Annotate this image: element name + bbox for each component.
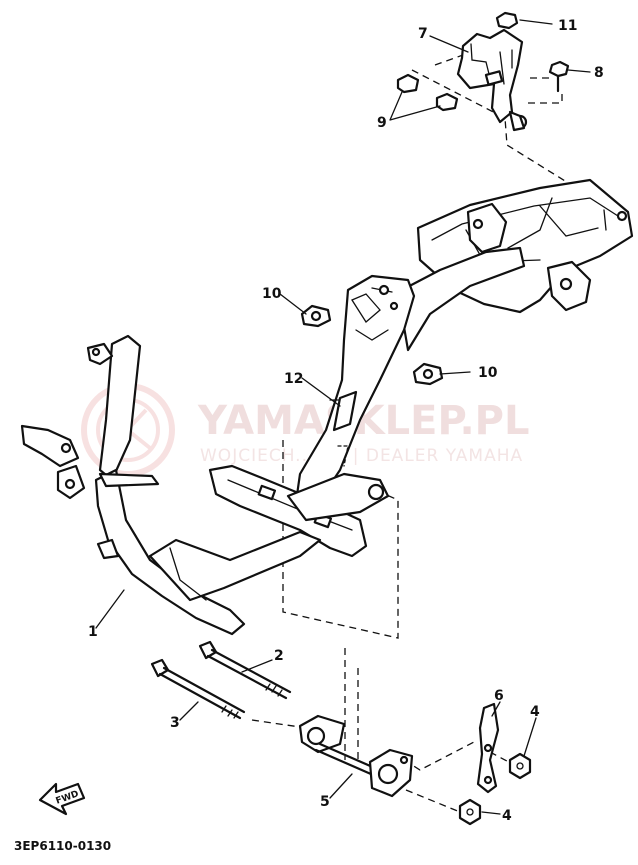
- callout-5: 5: [320, 794, 330, 810]
- callout-1: 1: [88, 624, 98, 640]
- part-1-front-frame: [20, 334, 322, 636]
- part-9-pads: [396, 73, 459, 112]
- part-12-plate: [332, 390, 358, 432]
- callout-8: 8: [594, 65, 604, 81]
- part-2-bolt: [198, 640, 292, 700]
- part-7-bracket: [456, 28, 528, 132]
- part-8-bolt: [548, 60, 570, 93]
- callout-12: 12: [284, 371, 303, 387]
- crossmember: [208, 464, 390, 558]
- main-spine-tube: [294, 246, 526, 504]
- callout-6: 6: [494, 688, 504, 704]
- callout-9: 9: [377, 115, 387, 131]
- callout-3: 3: [170, 715, 180, 731]
- callouts: 11 7 8 9 10 10 12 1 2 3 6 4 4 5: [88, 18, 604, 824]
- part-11-nut: [495, 11, 519, 30]
- part-10-clamp-lower: [412, 362, 444, 386]
- part-5-link: [298, 714, 414, 798]
- callout-11: 11: [558, 18, 577, 34]
- callout-10-upper: 10: [262, 286, 282, 302]
- watermark-subtitle: WOJCIECH... CZ | DEALER YAMAHA: [200, 446, 523, 466]
- callout-7: 7: [418, 26, 428, 42]
- fwd-arrow-badge: FWD: [38, 782, 86, 816]
- callout-4-upper: 4: [530, 704, 540, 720]
- part-10-clamp-upper: [300, 304, 332, 328]
- callout-10-lower: 10: [478, 365, 498, 381]
- callout-4-lower: 4: [502, 808, 512, 824]
- diagram-code: 3EP6110-0130: [14, 839, 111, 853]
- part-3-bolt: [150, 658, 246, 720]
- part-4-nut-upper: [508, 752, 532, 780]
- leader-lines: [95, 19, 591, 815]
- part-4-nut-lower: [458, 798, 482, 826]
- part-6-bracket: [476, 702, 500, 794]
- callout-2: 2: [274, 648, 284, 664]
